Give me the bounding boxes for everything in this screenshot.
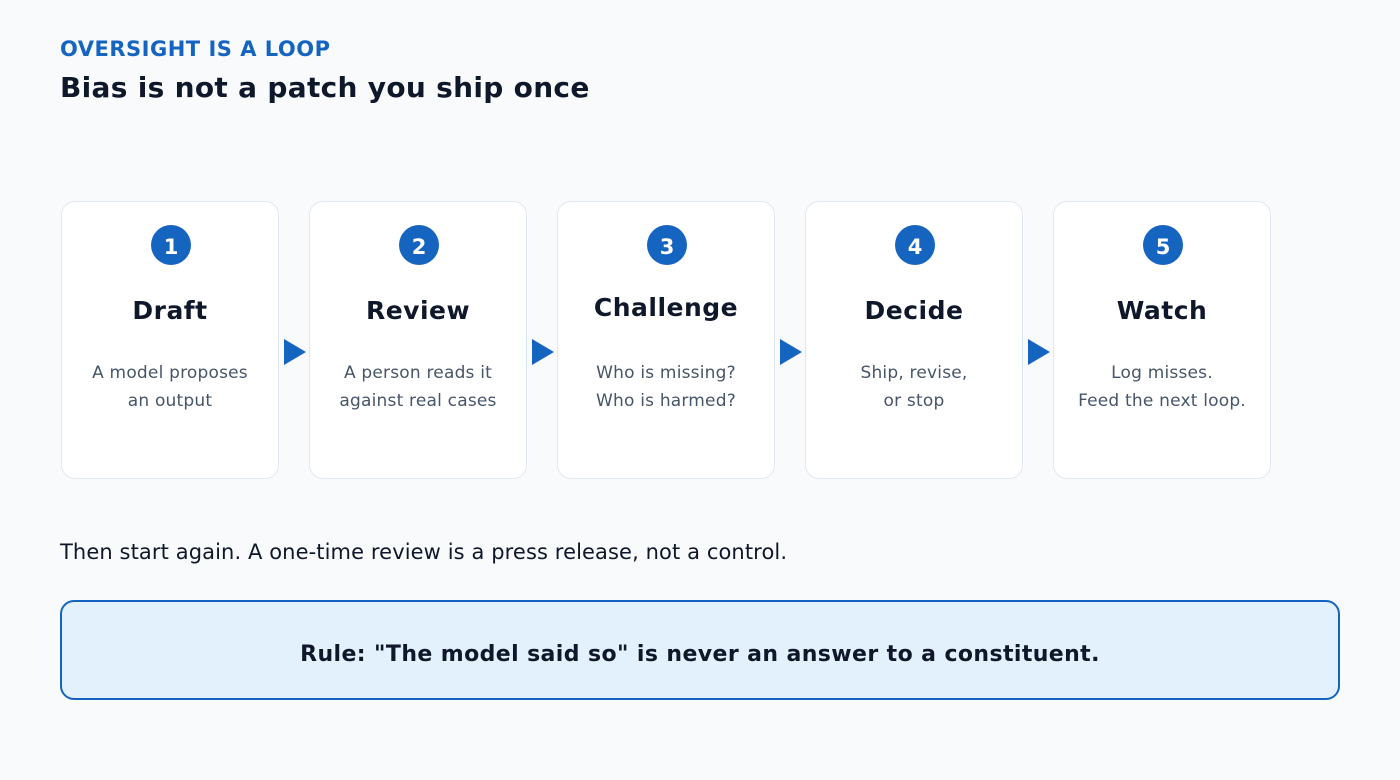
step-number-badge: 1 (151, 225, 191, 265)
step-card-decide: 4 Decide Ship, revise, or stop (805, 201, 1023, 479)
step-description: Log misses. Feed the next loop. (1054, 359, 1270, 415)
step-description-line: or stop (883, 391, 945, 411)
tagline-text: Then start again. A one-time review is a… (60, 540, 788, 564)
step-card-draft: 1 Draft A model proposes an output (61, 201, 279, 479)
rule-callout: Rule: "The model said so" is never an an… (60, 600, 1340, 700)
step-card-watch: 5 Watch Log misses. Feed the next loop. (1053, 201, 1271, 479)
flow-arrow-icon (532, 339, 554, 365)
flow-arrow-icon (780, 339, 802, 365)
page-title: Bias is not a patch you ship once (60, 71, 590, 104)
step-description: Ship, revise, or stop (806, 359, 1022, 415)
step-number-badge: 2 (399, 225, 439, 265)
step-title: Watch (1116, 296, 1208, 325)
step-description-line: Ship, revise, (860, 363, 968, 383)
step-description-line: Log misses. (1111, 363, 1213, 383)
step-description-line: Who is harmed? (596, 391, 736, 411)
step-title: Decide (864, 296, 964, 325)
step-description-line: an output (127, 391, 213, 411)
step-description-line: A model proposes (92, 363, 248, 383)
step-number-badge: 5 (1143, 225, 1183, 265)
step-number-badge: 3 (647, 225, 687, 265)
step-card-challenge: 3 Challenge Who is missing? Who is harme… (557, 201, 775, 479)
step-title: Challenge (593, 293, 739, 322)
flow-arrow-icon (284, 339, 306, 365)
eyebrow-label: OVERSIGHT IS A LOOP (60, 37, 331, 61)
step-description: A person reads it against real cases (310, 359, 526, 415)
step-card-review: 2 Review A person reads it against real … (309, 201, 527, 479)
step-description: Who is missing? Who is harmed? (558, 359, 774, 415)
step-number-badge: 4 (895, 225, 935, 265)
rule-text: Rule: "The model said so" is never an an… (300, 641, 1100, 667)
step-description-line: A person reads it (343, 363, 493, 383)
step-description-line: against real cases (339, 391, 497, 411)
step-title: Review (365, 296, 471, 325)
step-description-line: Who is missing? (596, 363, 736, 383)
step-title: Draft (132, 296, 208, 325)
step-description: A model proposes an output (62, 359, 278, 415)
flow-arrow-icon (1028, 339, 1050, 365)
step-description-line: Feed the next loop. (1078, 391, 1246, 411)
